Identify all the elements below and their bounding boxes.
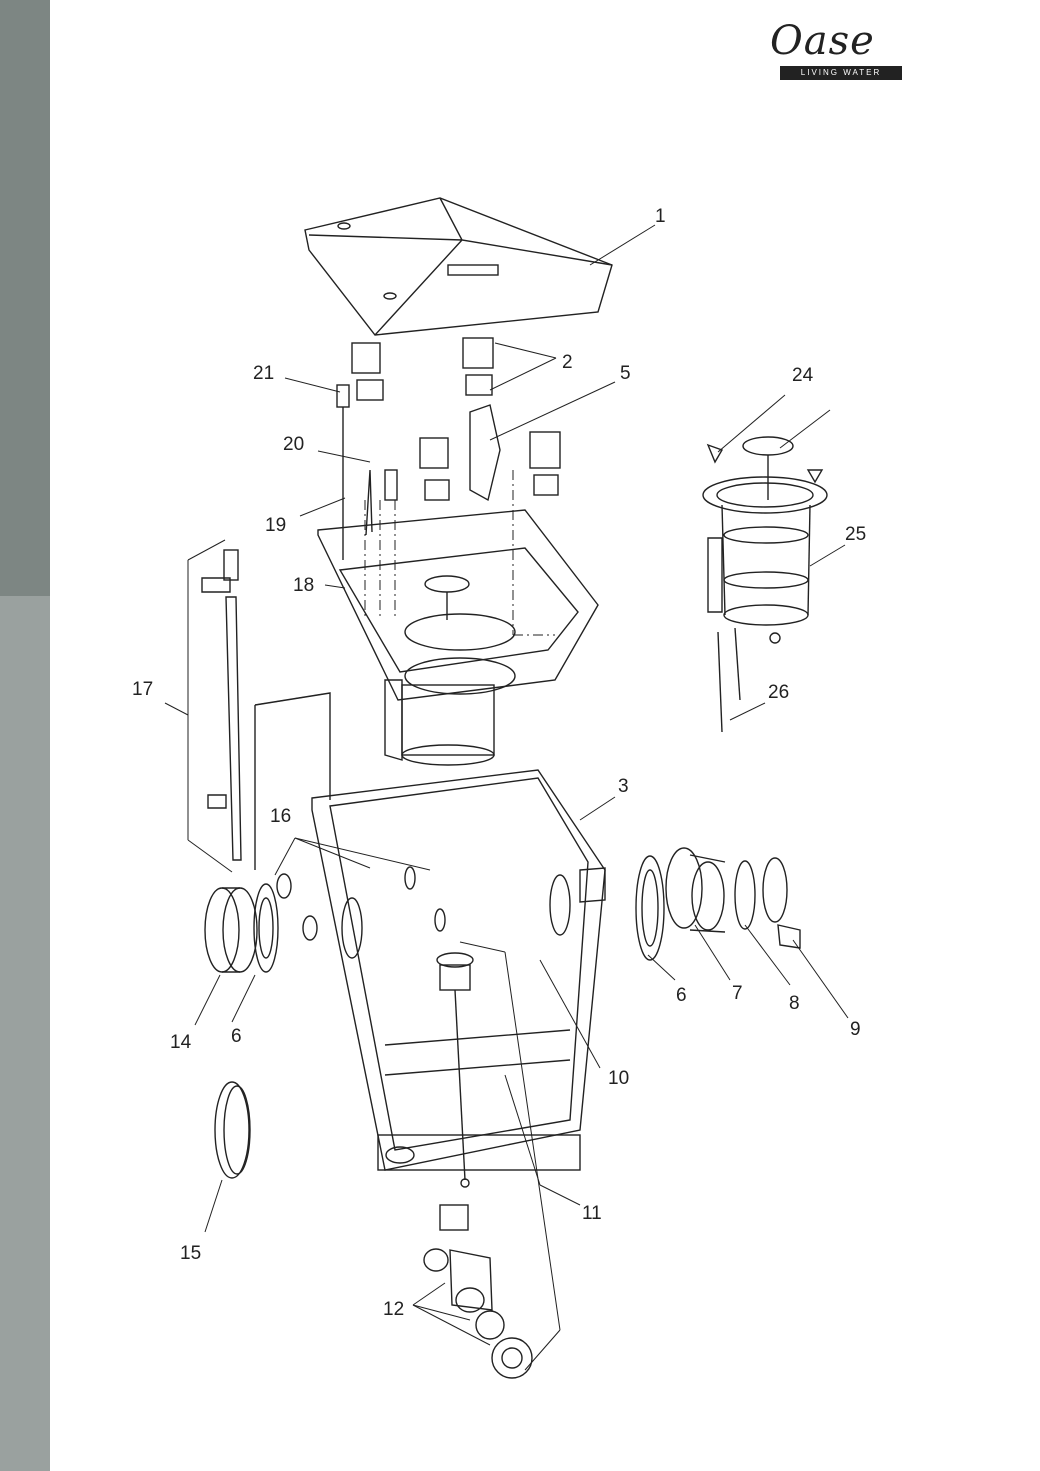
callout-10: 10 [608, 1068, 629, 1089]
callout-8: 8 [789, 993, 800, 1014]
callout-26: 26 [768, 682, 789, 703]
callout-14: 14 [170, 1032, 192, 1053]
callout-3: 3 [618, 776, 629, 797]
callout-1: 1 [655, 206, 666, 227]
part-rods [336, 384, 398, 560]
part-hose [201, 549, 331, 870]
callout-6-left: 6 [231, 1026, 242, 1047]
part-lid [304, 197, 613, 336]
sidebar-band-bottom [0, 596, 50, 1471]
part-right-fittings [635, 847, 801, 961]
callout-9: 9 [850, 1019, 861, 1040]
assembly-lines [254, 470, 555, 870]
callout-16: 16 [270, 806, 291, 827]
callout-7: 7 [732, 983, 743, 1004]
callout-18: 18 [293, 575, 314, 596]
callout-24: 24 [792, 365, 814, 386]
brand-logo: Oase LIVING WATER [770, 18, 910, 84]
callout-15: 15 [180, 1243, 201, 1264]
logo-wordmark: Oase [770, 18, 875, 64]
part-filter-tray [317, 509, 599, 766]
callout-6-right: 6 [676, 985, 687, 1006]
part-filter-cartridge [702, 436, 828, 733]
part-drain-rod [436, 952, 474, 1231]
callout-2: 2 [562, 352, 573, 373]
part-outlet-12 [423, 1248, 533, 1379]
part-ring-15 [214, 1081, 251, 1179]
part-housing [311, 769, 606, 1171]
callout-5: 5 [620, 363, 631, 384]
callout-21: 21 [253, 363, 274, 384]
callout-17: 17 [132, 679, 153, 700]
callout-20: 20 [283, 434, 304, 455]
leader-lines [164, 224, 849, 1371]
part-left-fittings [204, 866, 446, 973]
part-clips [351, 337, 561, 502]
callout-11: 11 [582, 1203, 602, 1224]
callout-25: 25 [845, 524, 866, 545]
logo-tagline: LIVING WATER [780, 66, 902, 80]
sidebar-band-top [0, 0, 50, 596]
callout-19: 19 [265, 515, 286, 536]
callout-12: 12 [383, 1299, 404, 1320]
